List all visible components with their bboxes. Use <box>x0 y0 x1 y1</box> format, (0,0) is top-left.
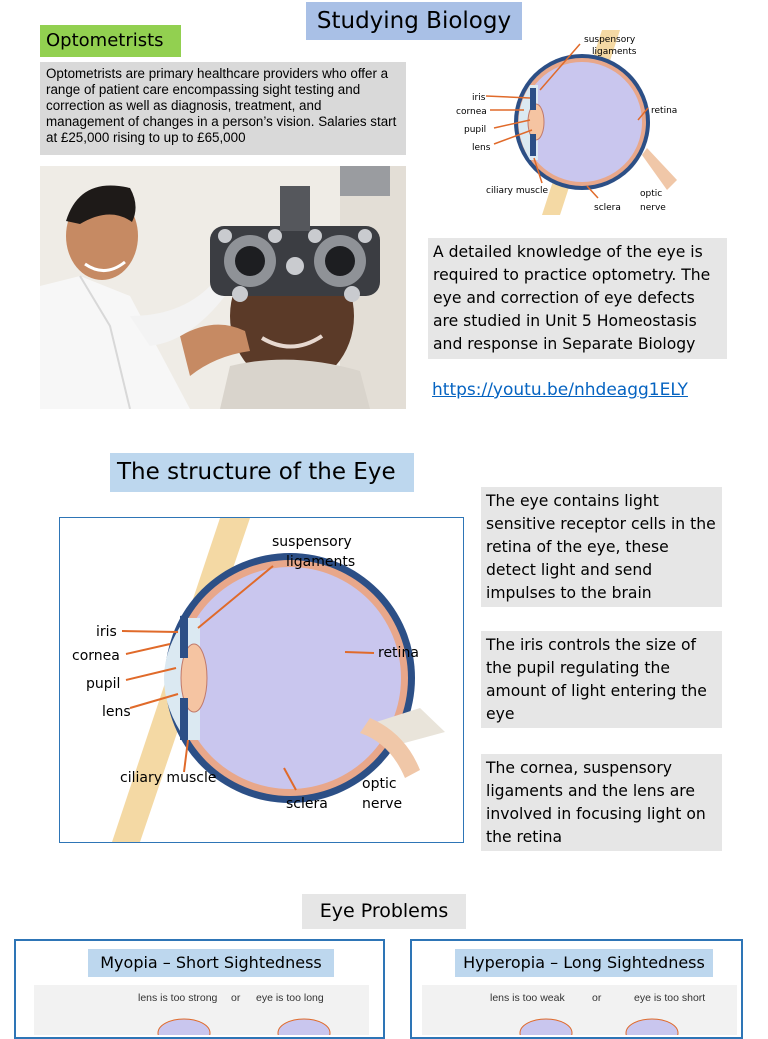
hyperopia-label: Hyperopia – Long Sightedness <box>455 949 713 977</box>
myopia-or: or <box>231 992 241 1004</box>
myopia-label: Myopia – Short Sightedness <box>88 949 334 977</box>
myopia-cause-eye: eye is too long <box>256 992 324 1004</box>
problems-title: Eye Problems <box>302 894 466 929</box>
hyperopia-cause-eye: eye is too short <box>634 992 706 1004</box>
label-nerve-large: nerve <box>362 796 402 812</box>
label-suspensory: suspensory <box>584 35 636 45</box>
hyperopia-diagram: lens is too weak or eye is too short <box>422 985 737 1035</box>
fact-cornea: The cornea, suspensory ligaments and the… <box>481 754 722 851</box>
optometrists-description: Optometrists are primary healthcare prov… <box>40 62 406 155</box>
label-sclera-large: sclera <box>286 796 328 812</box>
hyperopia-panel: Hyperopia – Long Sightedness lens is too… <box>410 939 743 1039</box>
fact-retina: The eye contains light sensitive recepto… <box>481 487 722 607</box>
label-optic: optic <box>640 189 662 199</box>
label-pupil-large: pupil <box>86 676 120 692</box>
eye-diagram-large: suspensory ligaments iris cornea pupil l… <box>59 517 464 843</box>
label-ciliary-large: ciliary muscle <box>120 770 216 786</box>
label-sclera: sclera <box>594 203 621 213</box>
myopia-cause-lens: lens is too strong <box>138 992 218 1004</box>
video-link[interactable]: https://youtu.be/nhdeagg1ELY <box>432 380 688 400</box>
label-ligaments-large: ligaments <box>286 554 355 570</box>
label-cornea: cornea <box>456 107 487 117</box>
label-ligaments: ligaments <box>592 47 637 57</box>
label-optic-large: optic <box>362 776 397 792</box>
label-cornea-large: cornea <box>72 648 120 664</box>
optometrists-label: Optometrists <box>40 25 181 57</box>
label-suspensory-large: suspensory <box>272 534 352 550</box>
label-ciliary: ciliary muscle <box>486 186 548 196</box>
page-title: Studying Biology <box>306 2 522 40</box>
optometrist-photo <box>40 166 406 409</box>
label-retina-large: retina <box>378 645 419 661</box>
myopia-diagram: lens is too strong or eye is too long <box>34 985 369 1035</box>
label-nerve: nerve <box>640 203 666 213</box>
label-iris: iris <box>472 93 486 103</box>
fact-iris: The iris controls the size of the pupil … <box>481 631 722 728</box>
label-lens: lens <box>472 143 491 153</box>
myopia-panel: Myopia – Short Sightedness lens is too s… <box>14 939 385 1039</box>
label-lens-large: lens <box>102 704 131 720</box>
label-pupil: pupil <box>464 125 486 135</box>
label-iris-large: iris <box>96 624 117 640</box>
hyperopia-cause-lens: lens is too weak <box>490 992 565 1004</box>
hyperopia-or: or <box>592 992 602 1004</box>
eye-diagram-small: suspensory ligaments iris cornea pupil l… <box>452 30 692 215</box>
label-retina: retina <box>651 106 677 116</box>
knowledge-text: A detailed knowledge of the eye is requi… <box>428 238 727 359</box>
structure-title: The structure of the Eye <box>110 453 414 492</box>
